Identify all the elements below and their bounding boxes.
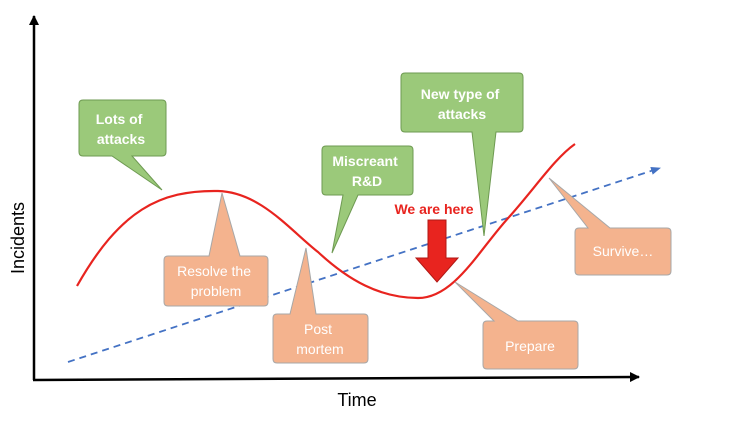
callout-new-type-of-attacks: New type of attacks xyxy=(400,72,524,237)
svg-text:Resolve the problem: Resolve the problem xyxy=(177,263,255,299)
callout-miscreant-rd: Miscreant R&D xyxy=(321,145,414,254)
svg-text:New type of attacks: New type of attacks xyxy=(421,86,503,122)
incident-curve xyxy=(76,143,576,300)
x-axis xyxy=(32,372,640,383)
callout-resolve-the-problem: Resolve the problem xyxy=(163,192,269,307)
trend-line xyxy=(67,167,661,363)
callout-prepare: Prepare xyxy=(454,281,579,370)
callout-lots-of-attacks: Lots of attacks xyxy=(78,99,167,191)
svg-text:Prepare: Prepare xyxy=(505,338,555,354)
y-axis-label: Incidents xyxy=(8,202,28,274)
svg-text:Post mortem: Post mortem xyxy=(296,321,343,357)
svg-text:Survive…: Survive… xyxy=(593,243,654,259)
callout-survive: Survive… xyxy=(548,177,672,276)
we-are-here-arrow xyxy=(414,219,460,283)
x-axis-label: Time xyxy=(337,390,376,410)
we-are-here-label: We are here xyxy=(394,201,473,217)
svg-text:Lots of attacks: Lots of attacks xyxy=(96,111,147,147)
callout-post-mortem: Post mortem xyxy=(272,247,369,364)
svg-text:Miscreant R&D: Miscreant R&D xyxy=(332,153,401,189)
